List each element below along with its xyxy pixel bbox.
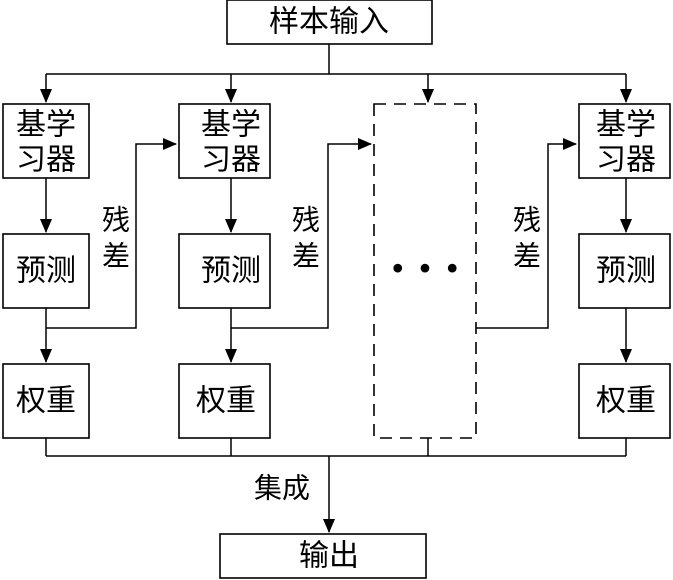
learner-label-na: 基学 (596, 108, 656, 143)
weight-label-2: 权重 (196, 384, 256, 419)
output-box (219, 533, 427, 579)
learner-label-2a: 基学 (201, 108, 261, 143)
predict-label-2: 预测 (201, 254, 261, 289)
residual-path-1 (46, 138, 177, 329)
ellipsis: • • • (389, 253, 461, 288)
residual-label-1a: 残 (102, 204, 130, 237)
residual-label-2a: 残 (292, 204, 320, 237)
predict-label-1: 预测 (16, 254, 76, 289)
learner-label-1a: 基学 (16, 108, 76, 143)
learner-box-n (578, 103, 671, 179)
omitted-learners-box (373, 103, 477, 439)
residual-label-1b: 差 (102, 240, 130, 273)
residual-path-n (476, 138, 577, 329)
learner-box-1 (2, 103, 90, 179)
input-box (226, 0, 433, 45)
ensemble-label: 集成 (254, 472, 310, 505)
residual-label-na: 残 (513, 204, 541, 237)
learner-box-2 (178, 103, 271, 179)
learner-label-1b: 习器 (16, 143, 76, 178)
residual-label-nb: 差 (513, 240, 541, 273)
input-label: 样本输入 (269, 5, 389, 40)
predict-label-n: 预测 (596, 254, 656, 289)
weight-box-2 (178, 363, 271, 439)
residual-path-2 (231, 138, 372, 329)
predict-box-1 (2, 233, 90, 309)
predict-box-n (578, 233, 671, 309)
learner-label-nb: 习器 (596, 143, 656, 178)
weight-box-n (578, 363, 671, 439)
output-label: 输出 (299, 539, 359, 574)
learner-label-2b: 习器 (201, 143, 261, 178)
weight-label-1: 权重 (16, 384, 76, 419)
weight-label-n: 权重 (596, 384, 656, 419)
residual-label-2b: 差 (292, 240, 320, 273)
predict-box-2 (178, 233, 271, 309)
